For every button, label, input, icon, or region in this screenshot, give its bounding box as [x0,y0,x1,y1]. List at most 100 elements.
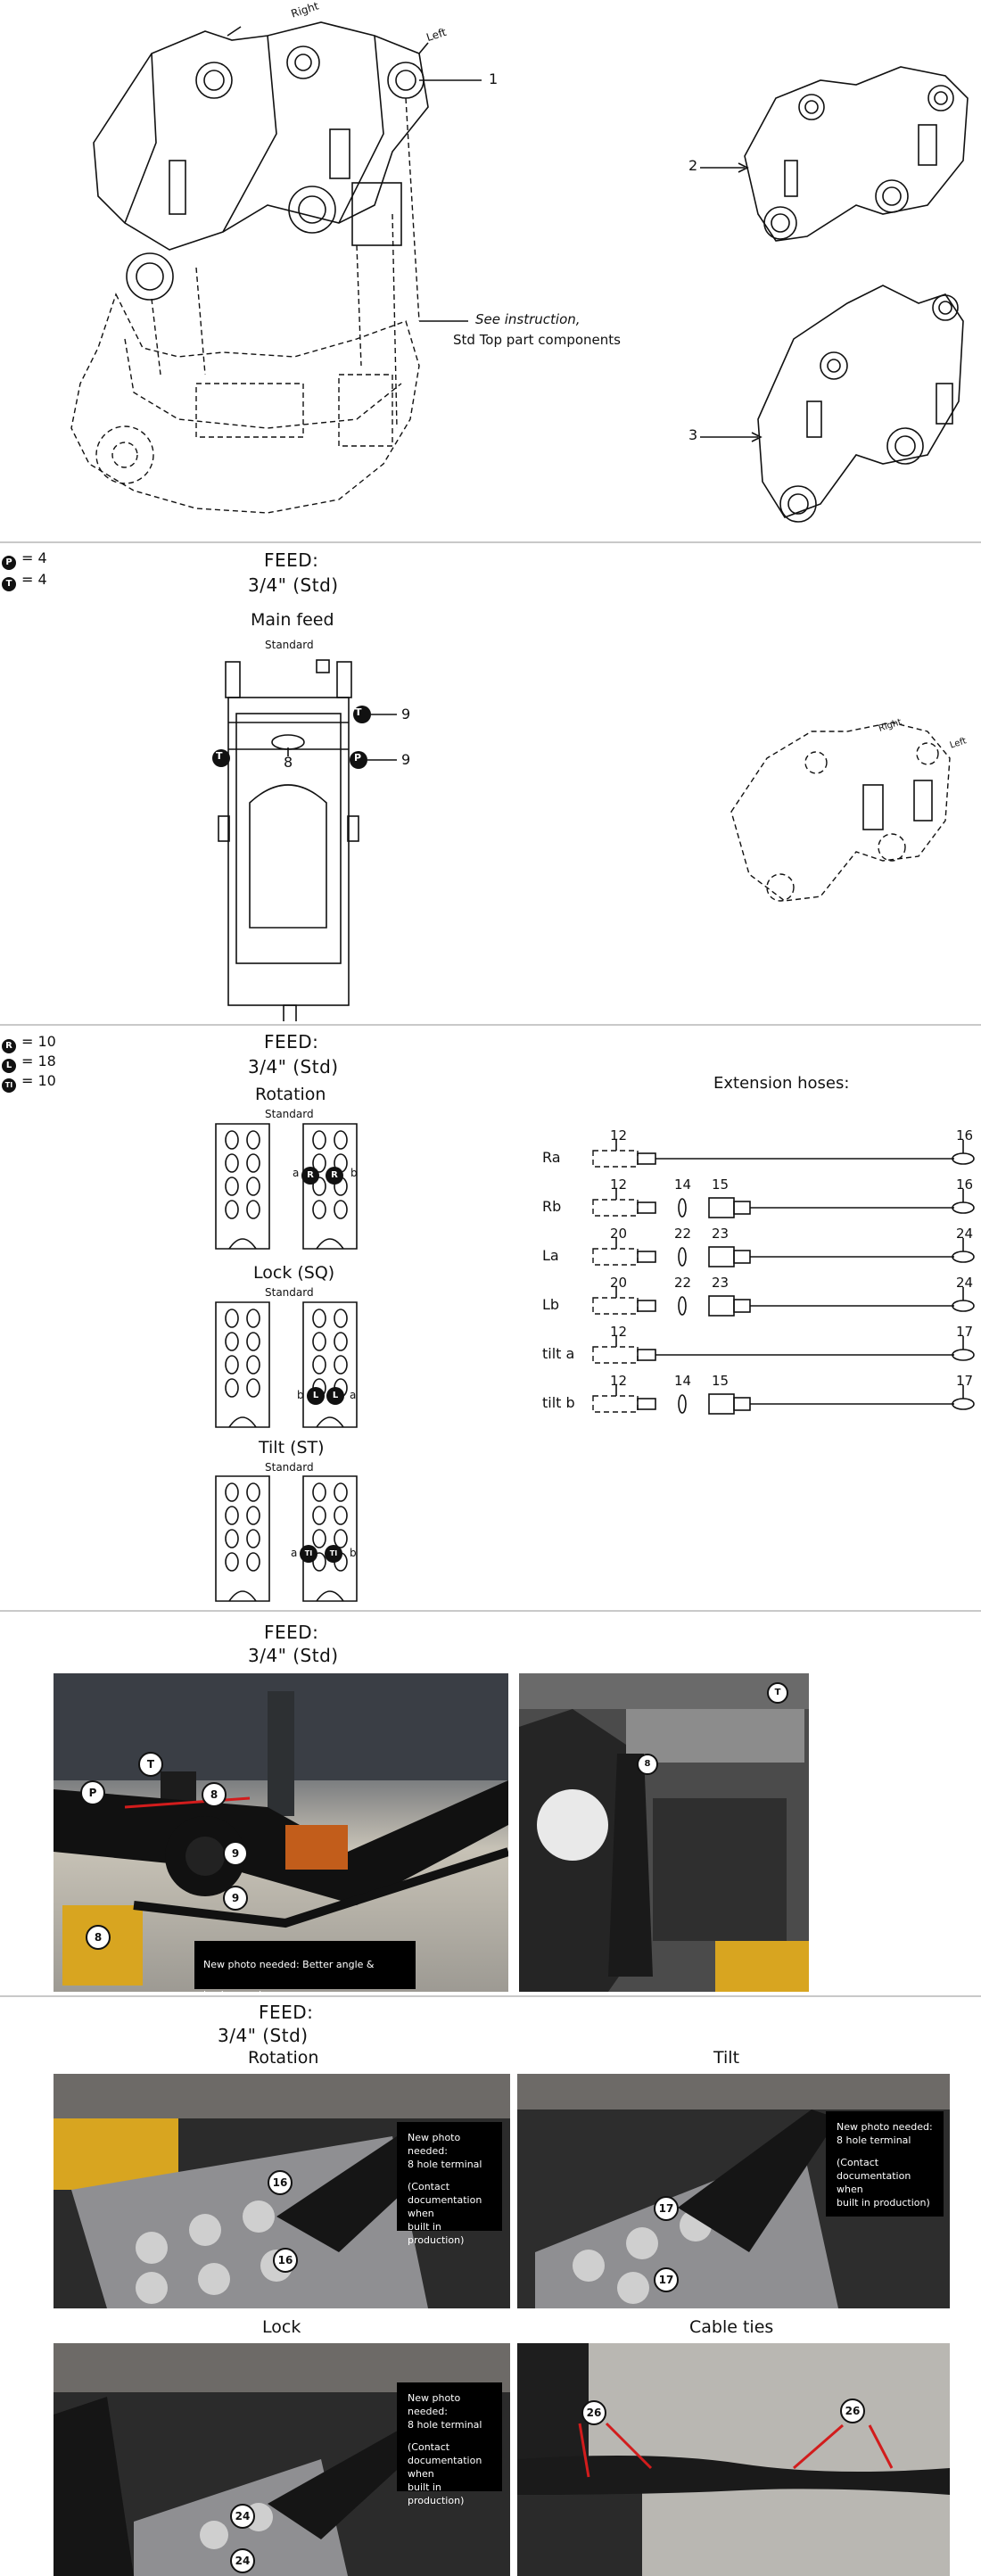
hose-fitting [592,1346,639,1364]
hose-fitting [592,1395,639,1413]
hose-thread [733,1201,751,1215]
hose-diagram [592,1238,975,1267]
terminal-hole [225,1332,239,1351]
hose-mid2-part: 23 [712,1226,730,1242]
hose-fitting [592,1150,639,1168]
hose-seal [678,1296,687,1316]
hose-left-part: 12 [610,1373,628,1389]
feed-heading-3: FEED: [264,1622,319,1643]
hose-fitting [592,1199,639,1217]
hose-diagram [592,1189,975,1218]
terminal-hole [312,1130,326,1150]
photo-marker-p: P [80,1780,105,1805]
photo-section-1: FEED: 3/4" (Std) P T 8 9 9 8 New photo n… [0,1613,981,1992]
hose-mid1-part: 14 [674,1177,692,1193]
tilt-photo: 17 17 New photo needed: 8 hole terminal … [517,2074,950,2308]
photo-cable-ties-title: Cable ties [689,2317,774,2337]
callout-9-top: 9 [401,706,411,722]
hose-left-part: 20 [610,1226,628,1242]
terminal-slot [316,1416,344,1428]
photo-marker-t: T [138,1752,163,1777]
photo-marker-8-top: 8 [202,1782,227,1807]
legend-p: P= 4 [2,549,47,570]
hose-mid2-part: 15 [712,1373,730,1389]
rotation-photo: 16 16 New photo needed: 8 hole terminal … [54,2074,510,2308]
callout-3: 3 [688,426,698,443]
lock-title: Lock (SQ) [253,1263,335,1283]
tilt-title: Tilt (ST) [259,1438,325,1457]
ti-symbol-icon: TI [2,1078,16,1093]
feed-heading-4: FEED: [259,2002,314,2023]
terminal-slot [228,1416,257,1428]
terminal-hole [334,1200,348,1219]
t-marker-label-2: T [216,750,223,762]
hose-right-part: 24 [956,1226,974,1242]
divider-2 [0,1024,981,1026]
rotation-photo-note: New photo needed: 8 hole terminal (Conta… [397,2122,502,2246]
hose-mid2-part: 23 [712,1275,730,1291]
terminal-hole [334,1355,348,1375]
terminal-hole [334,1482,348,1502]
hose-left-part: 12 [610,1127,628,1144]
main-feed-subtitle: Standard [265,639,314,651]
tilt-symbol-1: TI [300,1545,317,1563]
hose-right-part: 16 [956,1127,974,1144]
hose-nipple [637,1152,656,1165]
lock-photo-note: New photo needed: 8 hole terminal (Conta… [397,2382,502,2506]
terminal-hole [225,1482,239,1502]
hose-thread [733,1397,751,1411]
terminal-hole [312,1153,326,1173]
terminal-hole [246,1200,260,1219]
feed-size-3: 3/4" (Std) [248,1645,339,1666]
r-symbol-icon: R [2,1039,16,1053]
legend-r: R= 10 [2,1033,56,1053]
hose-label: La [542,1247,559,1264]
feed-heading-2: FEED: [264,1031,319,1053]
callout-1: 1 [489,70,499,87]
terminal-hole [312,1332,326,1351]
hose-end-ring [952,1300,975,1312]
tilt-a-label: a [291,1547,298,1559]
hose-right-part: 24 [956,1275,974,1291]
hose-nipple [637,1201,656,1214]
tilt-photo-note: New photo needed: 8 hole terminal (Conta… [826,2111,944,2217]
hose-diagram [592,1336,975,1364]
feed-size: 3/4" (Std) [248,574,339,596]
hose-detail-photo: T 8 [519,1673,809,1992]
hose-end-ring [952,1201,975,1214]
terminal-hole [246,1482,260,1502]
photo-marker-9-top: 9 [223,1841,248,1866]
hose-thread [733,1299,751,1313]
hose-end-ring [952,1349,975,1361]
main-feed-title: Main feed [251,610,334,630]
legend-t: T= 4 [2,571,47,591]
legend-ti: TI= 10 [2,1072,56,1093]
tilt-subtitle: Standard [265,1461,314,1474]
main-feed-section: P= 4 T= 4 FEED: 3/4" (Std) Main feed Sta… [0,544,981,1021]
hose-label: tilt a [542,1345,575,1362]
terminal-hole [312,1506,326,1525]
terminal-hole [246,1130,260,1150]
hose-right-part: 17 [956,1324,974,1340]
lock-symbol-2: L [326,1387,344,1405]
t-marker-label: T [355,706,362,718]
terminal-hole [246,1506,260,1525]
hose-seal [678,1198,687,1218]
hose-diagram [592,1385,975,1415]
terminal-hole [312,1482,326,1502]
hose-fitting [592,1248,639,1266]
hose-left-part: 12 [610,1177,628,1193]
hose-left-part: 20 [610,1275,628,1291]
hose-nipple [637,1349,656,1361]
lock-symbol-1: L [307,1387,325,1405]
terminal-slot [316,1238,344,1250]
std-top-part-note: Std Top part components [453,332,621,348]
lock-photo: 24 24 New photo needed: 8 hole terminal … [54,2343,510,2576]
lock-marker-24-top: 24 [230,2504,255,2529]
terminal-hole [225,1552,239,1572]
rotation-marker-16-top: 16 [268,2170,293,2195]
hose-end-ring [952,1152,975,1165]
tilt-b-label: b [350,1547,357,1559]
